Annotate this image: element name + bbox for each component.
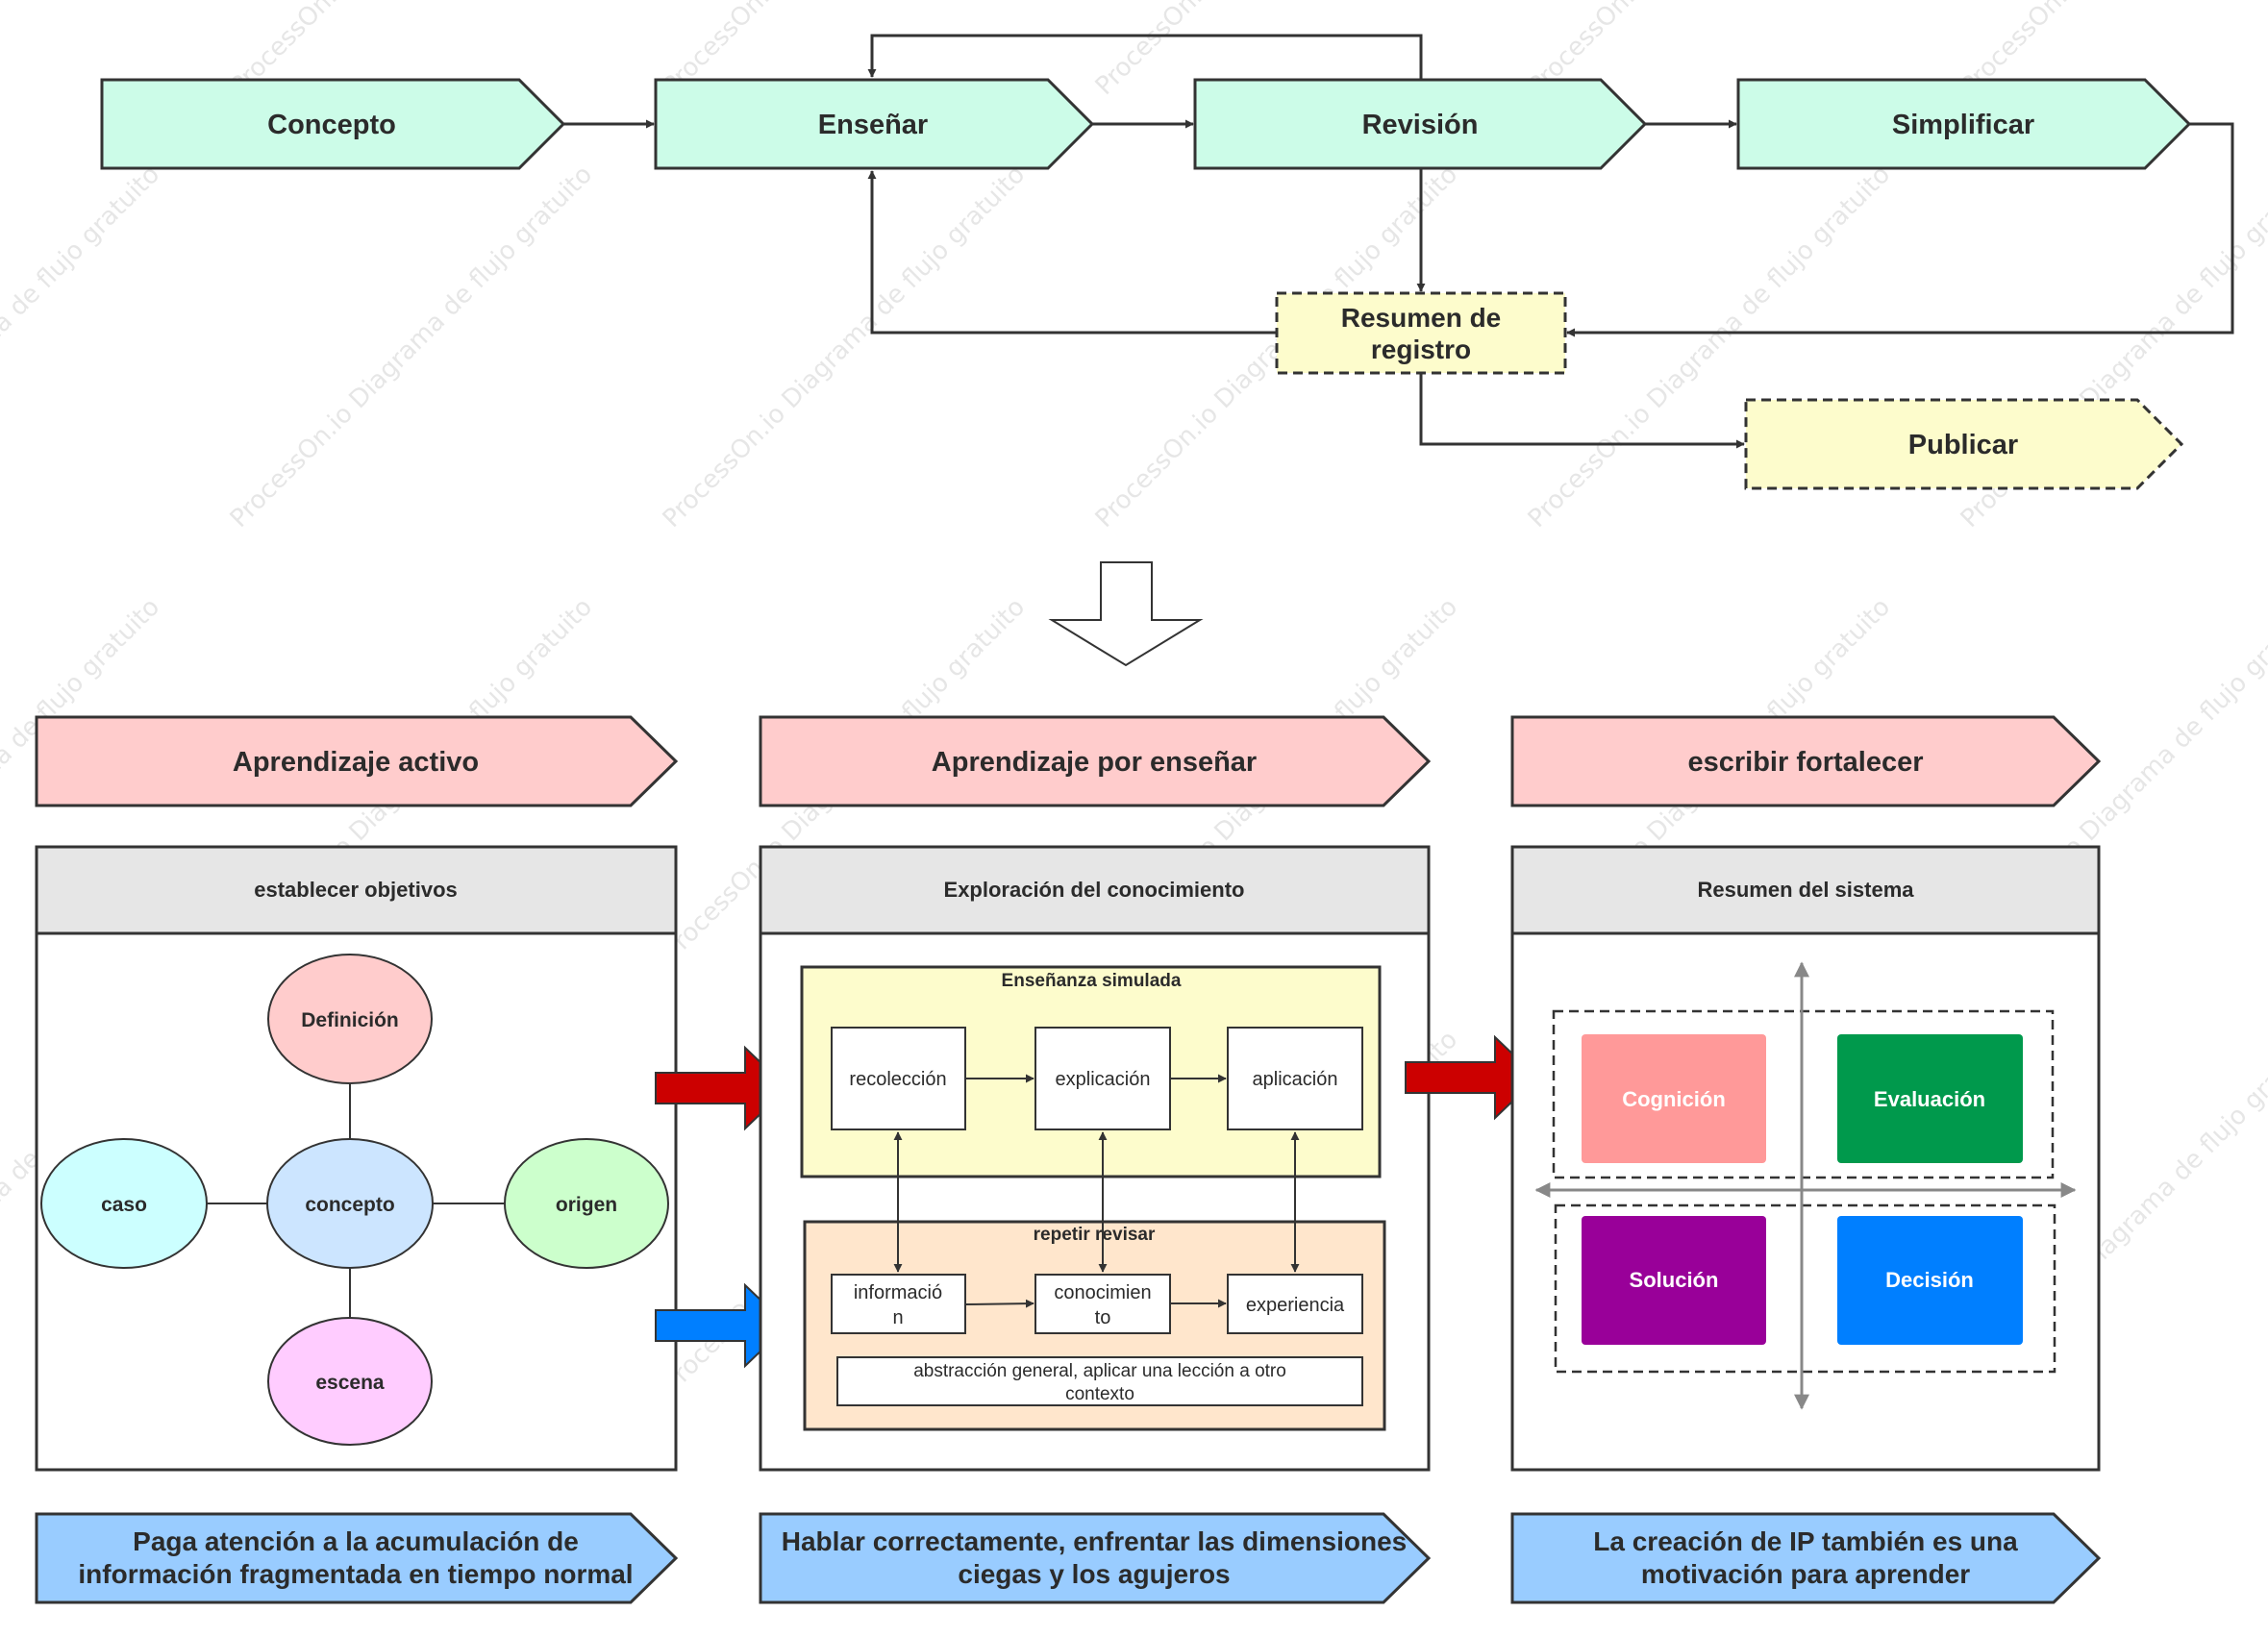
header-col2-label: Aprendizaje por enseñar	[932, 747, 1257, 778]
node-concepto-center-label: concepto	[305, 1194, 394, 1216]
header-col1-label: Aprendizaje activo	[233, 747, 479, 778]
node-publicar-label: Publicar	[1908, 430, 2018, 460]
footer-col3-line1: La creación de IP también es una	[1593, 1526, 2018, 1556]
node-escena[interactable]: escena	[267, 1317, 433, 1446]
quadrant-cognicion-label: Cognición	[1622, 1087, 1726, 1111]
node-conocimiento-label-line2: to	[1095, 1307, 1111, 1328]
node-resumen-registro[interactable]: Resumen de registro	[1275, 291, 1567, 375]
panel-establecer-objetivos: establecer objetivos Definición caso con…	[35, 845, 678, 1472]
node-revision-label: Revisión	[1362, 110, 1479, 140]
node-concepto-label: Concepto	[267, 110, 396, 140]
panel2-title: Exploración del conocimiento	[944, 878, 1245, 902]
connector-resumen-ensenar	[867, 170, 1277, 335]
panel3-title: Resumen del sistema	[1698, 878, 1915, 902]
header-aprendizaje-por-ensenar: Aprendizaje por enseñar	[759, 715, 1432, 807]
node-caso-label: caso	[101, 1194, 147, 1216]
node-informacion[interactable]: informació n	[831, 1274, 966, 1334]
node-resumen-label-line2: registro	[1371, 335, 1471, 364]
watermark-text: ProcessOn.io Diagrama de flujo gratuito	[658, 161, 1031, 533]
quadrant-decision-label: Decisión	[1885, 1268, 1974, 1292]
panel1-title: establecer objetivos	[254, 878, 458, 902]
header-col3-label: escribir fortalecer	[1687, 747, 1923, 778]
node-simplificar-label: Simplificar	[1892, 110, 2034, 140]
quadrant-decision[interactable]: Decisión	[1837, 1216, 2023, 1345]
watermark-text: ProcessOn.io Diagrama de flujo gratuito	[0, 161, 165, 533]
node-revision[interactable]: Revisión	[1193, 78, 1648, 170]
node-concepto-center[interactable]: concepto	[266, 1138, 434, 1269]
group-repetir-title: repetir revisar	[1034, 1225, 1156, 1245]
quadrant-solucion[interactable]: Solución	[1582, 1216, 1766, 1345]
node-origen[interactable]: origen	[504, 1138, 669, 1269]
node-aplicacion-label: aplicación	[1253, 1069, 1338, 1090]
edge-informacion-conocimiento	[964, 1299, 1034, 1308]
quadrant-cognicion[interactable]: Cognición	[1582, 1034, 1766, 1163]
footer-col3: La creación de IP también es una motivac…	[1510, 1512, 2102, 1604]
node-ensenar[interactable]: Enseñar	[654, 78, 1095, 170]
watermark-text: ProcessOn.io Diagrama de flujo gratuito	[225, 161, 598, 533]
quadrant-solucion-label: Solución	[1630, 1268, 1719, 1292]
node-abstraccion[interactable]: abstracción general, aplicar una lección…	[836, 1356, 1363, 1406]
node-informacion-label-line2: n	[892, 1307, 903, 1328]
footer-col1-line1: Paga atención a la acumulación de	[133, 1526, 579, 1556]
node-informacion-label-line1: informació	[854, 1282, 942, 1303]
node-publicar[interactable]: Publicar	[1744, 398, 2184, 490]
node-origen-label: origen	[556, 1194, 617, 1216]
footer-col1-line2: información fragmentada en tiempo normal	[78, 1559, 633, 1589]
section-footers: Paga atención a la acumulación de inform…	[35, 1512, 2102, 1604]
node-explicacion-label: explicación	[1056, 1069, 1151, 1090]
footer-col1: Paga atención a la acumulación de inform…	[35, 1512, 679, 1604]
node-aplicacion[interactable]: aplicación	[1227, 1027, 1363, 1130]
footer-col2-line2: ciegas y los agujeros	[958, 1559, 1230, 1589]
footer-col3-line2: motivación para aprender	[1641, 1559, 1970, 1589]
flow-nodes: Concepto Enseñar Revisión Simplificar Re…	[100, 78, 2192, 490]
header-escribir-fortalecer: escribir fortalecer	[1510, 715, 2102, 807]
group-simulada-title: Enseñanza simulada	[1002, 971, 1182, 991]
node-explicacion[interactable]: explicación	[1034, 1027, 1171, 1130]
node-recoleccion[interactable]: recolección	[831, 1027, 966, 1130]
node-conocimiento[interactable]: conocimien to	[1034, 1274, 1171, 1334]
footer-col2: Hablar correctamente, enfrentar las dime…	[759, 1512, 1432, 1604]
node-experiencia-label: experiencia	[1246, 1295, 1345, 1316]
flow-top	[563, 34, 2234, 449]
node-abstraccion-label-line2: contexto	[1065, 1384, 1134, 1404]
node-abstraccion-label-line1: abstracción general, aplicar una lección…	[913, 1361, 1286, 1381]
quadrant-evaluacion-label: Evaluación	[1874, 1087, 1985, 1111]
connector-simplificar-resumen	[1566, 122, 2234, 337]
node-definicion-label: Definición	[301, 1009, 399, 1031]
quadrant-evaluacion[interactable]: Evaluación	[1837, 1034, 2023, 1163]
node-escena-label: escena	[315, 1372, 385, 1394]
node-resumen-label-line1: Resumen de	[1341, 303, 1502, 333]
connector-revision-loop-ensenar	[867, 34, 1423, 79]
node-recoleccion-label: recolección	[849, 1069, 946, 1090]
node-conocimiento-label-line1: conocimien	[1054, 1282, 1151, 1303]
down-arrow-icon	[1048, 561, 1204, 667]
footer-col2-line1: Hablar correctamente, enfrentar las dime…	[782, 1526, 1407, 1556]
connector-resumen-publicar	[1419, 374, 1745, 449]
node-definicion[interactable]: Definición	[267, 954, 433, 1084]
node-ensenar-label: Enseñar	[818, 110, 928, 140]
node-caso[interactable]: caso	[40, 1138, 208, 1269]
section-headers: Aprendizaje activo Aprendizaje por enseñ…	[35, 715, 2102, 807]
node-simplificar[interactable]: Simplificar	[1736, 78, 2192, 170]
panel-exploracion-conocimiento: Exploración del conocimiento Enseñanza s…	[759, 845, 1431, 1472]
node-concepto[interactable]: Concepto	[100, 78, 566, 170]
header-aprendizaje-activo: Aprendizaje activo	[35, 715, 679, 807]
node-experiencia[interactable]: experiencia	[1227, 1274, 1363, 1334]
panel-resumen-sistema: Resumen del sistema Cognición Evaluación…	[1510, 845, 2101, 1472]
